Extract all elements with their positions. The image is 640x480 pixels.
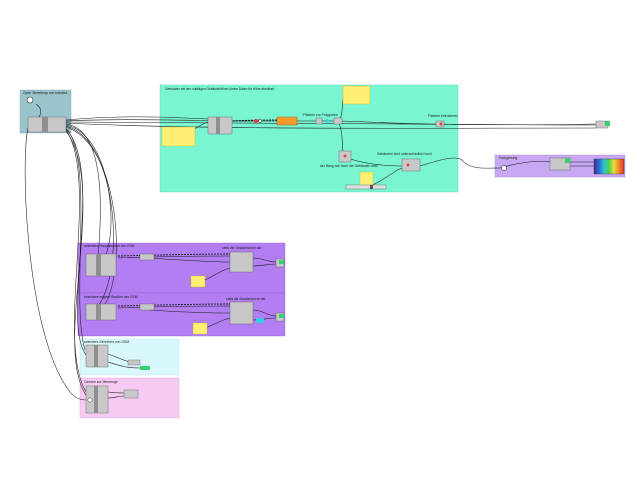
group-osm-import-label: Open Streetmap von Istanbul <box>23 91 67 95</box>
group-buildings-label: Gebäuden mit den zufälligen Gebäudehöhen… <box>165 87 274 91</box>
preview-green-param[interactable] <box>605 121 610 126</box>
buildings-red-param[interactable] <box>254 119 258 123</box>
group-narrow-roads-label: selektiere engere Straßen der OSM <box>84 295 138 299</box>
group-buildings[interactable] <box>159 84 459 193</box>
main-roads-green-param[interactable] <box>279 260 284 264</box>
osm-file-dial[interactable] <box>26 96 34 104</box>
range-red-param[interactable] <box>406 163 410 167</box>
narrow-roads-green-param[interactable] <box>279 314 284 318</box>
main-roads-panel[interactable] <box>190 275 206 288</box>
group-coloring-label: Farbgebung <box>499 156 517 160</box>
note-main-roads-curves: stellt die Straßenkurve dar <box>222 246 262 250</box>
gradient-bar[interactable] <box>593 158 625 175</box>
narrow-roads-filter-center <box>96 304 101 320</box>
roof-height-panel[interactable] <box>359 171 374 187</box>
waterways-curve-component[interactable] <box>127 359 141 366</box>
dashed-wires <box>117 119 278 307</box>
sea-filter-center <box>94 386 98 413</box>
coloring-dial[interactable] <box>501 165 507 171</box>
group-main-roads-label: selektiere Hauptstraßen der OSM <box>84 244 135 248</box>
narrow-roads-join-component[interactable] <box>229 301 254 325</box>
number-slider[interactable] <box>345 184 387 190</box>
random-heights-component-center <box>216 117 220 134</box>
sea-dial[interactable] <box>87 397 93 403</box>
main-roads-join-component[interactable] <box>229 251 254 273</box>
buildings-orange-param[interactable] <box>276 116 298 126</box>
group-waterways-label: selektiere Sehnitren von OSM <box>84 340 129 344</box>
range-component[interactable] <box>401 158 421 172</box>
buildings-dial[interactable] <box>258 119 262 123</box>
surface-cyan-param[interactable] <box>325 119 329 123</box>
random-red-param[interactable] <box>343 154 347 158</box>
note-flatten-polygons: Flächen zur Polygonen <box>303 113 338 117</box>
buildings-input-panel[interactable] <box>161 126 196 147</box>
narrow-roads-cyan-param[interactable] <box>256 318 264 323</box>
extrude-red-param[interactable] <box>439 122 443 126</box>
main-roads-filter-center <box>96 254 101 276</box>
surface-component[interactable] <box>315 117 323 125</box>
coloring-green-param[interactable] <box>565 158 570 163</box>
note-random-heights: Gebäuden sind unterschiedlich hoch <box>377 152 432 156</box>
number-slider-knob[interactable] <box>370 185 373 189</box>
note-narrow-roads-curves: stellt die Straßenkurve dar <box>226 297 266 301</box>
osm-component-center <box>42 117 48 132</box>
extrude-component[interactable] <box>333 117 343 125</box>
narrow-roads-panel[interactable] <box>192 322 208 335</box>
note-roof-height: der Bang wie hoch die Gebäuden sind <box>320 164 378 168</box>
note-extrude-faces: Flächen extrudieren <box>428 114 458 118</box>
waterways-filter-center <box>94 345 98 367</box>
main-roads-curve-component[interactable] <box>139 253 155 261</box>
narrow-roads-curve-component[interactable] <box>139 303 155 311</box>
group-sea-label: Ozeane zur Meerenge <box>84 380 118 384</box>
heights-panel[interactable] <box>342 85 371 105</box>
sea-surface-component[interactable] <box>123 389 139 399</box>
waterways-green-param[interactable] <box>140 366 150 370</box>
